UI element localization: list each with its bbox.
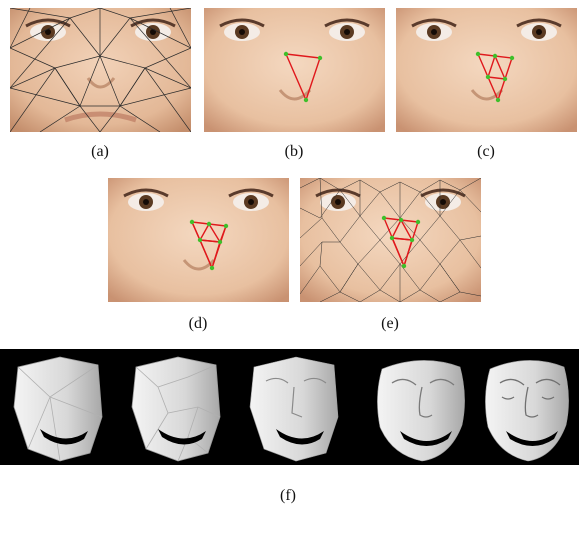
face-render-2 (132, 357, 220, 461)
panel-b (204, 8, 385, 132)
panel-d (108, 178, 289, 302)
caption-d: (d) (178, 315, 218, 333)
face-photo-a (10, 8, 191, 132)
panel-e (300, 178, 481, 302)
face-render-5 (485, 360, 568, 461)
face-render-1 (14, 357, 102, 461)
face-photo-d (108, 178, 289, 302)
caption-c: (c) (466, 143, 506, 161)
panel-c (396, 8, 577, 132)
caption-a: (a) (80, 143, 120, 161)
face-photo-c (396, 8, 577, 132)
caption-e: (e) (370, 315, 410, 333)
face-photo-e (300, 178, 481, 302)
face-render-strip (0, 349, 579, 465)
caption-f: (f) (268, 487, 308, 505)
face-render-3 (250, 357, 338, 461)
face-render-4 (377, 360, 464, 461)
face-photo-b (204, 8, 385, 132)
caption-b: (b) (274, 143, 314, 161)
panel-a (10, 8, 191, 132)
